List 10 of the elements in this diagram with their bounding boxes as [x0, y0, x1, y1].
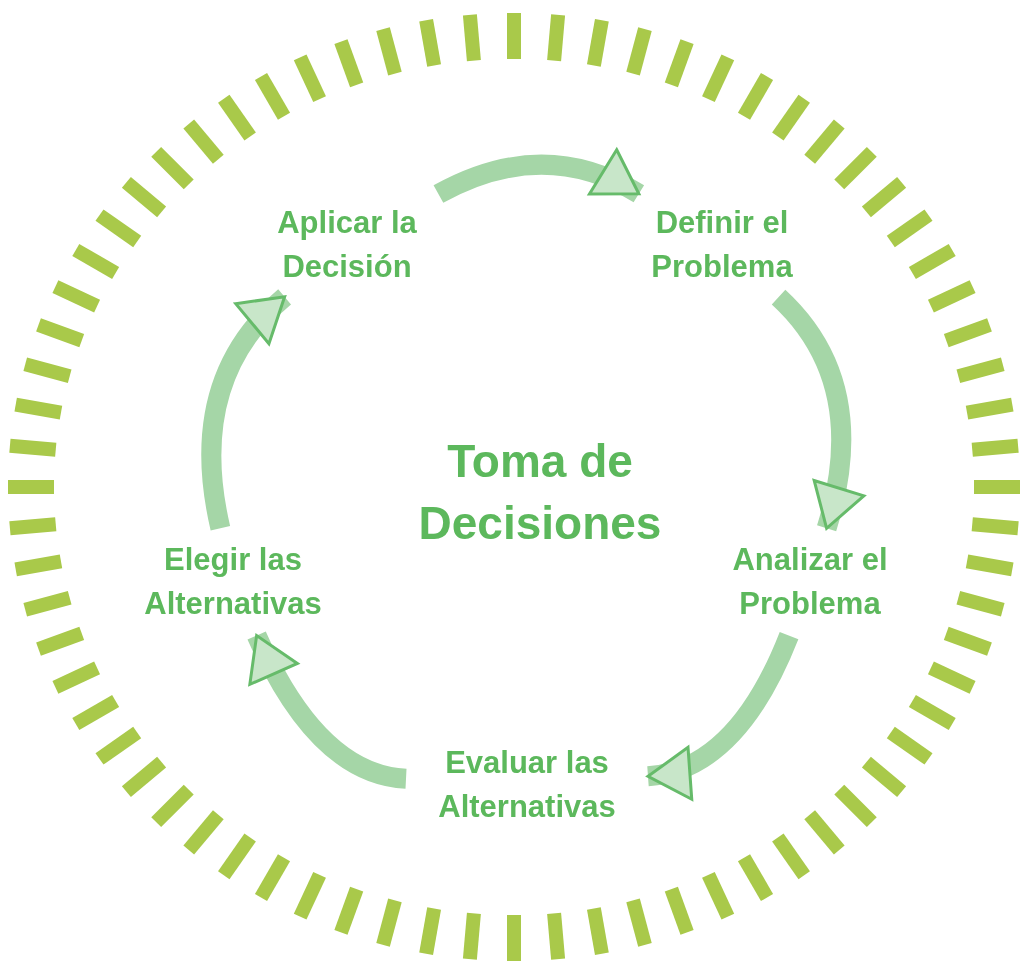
curved-arrow	[433, 149, 644, 203]
step-label: Elegir las Alternativas	[143, 541, 323, 623]
curved-arrow	[201, 289, 292, 531]
curved-arrow	[771, 290, 865, 531]
step-label: Definir el Problema	[650, 204, 794, 286]
step-label: Evaluar las Alternativas	[437, 744, 617, 826]
center-title: Toma de Decisiones	[417, 434, 663, 551]
step-label: Aplicar la Decisión	[276, 204, 418, 286]
step-label: Analizar el Problema	[731, 541, 889, 623]
curved-arrow	[247, 631, 408, 789]
